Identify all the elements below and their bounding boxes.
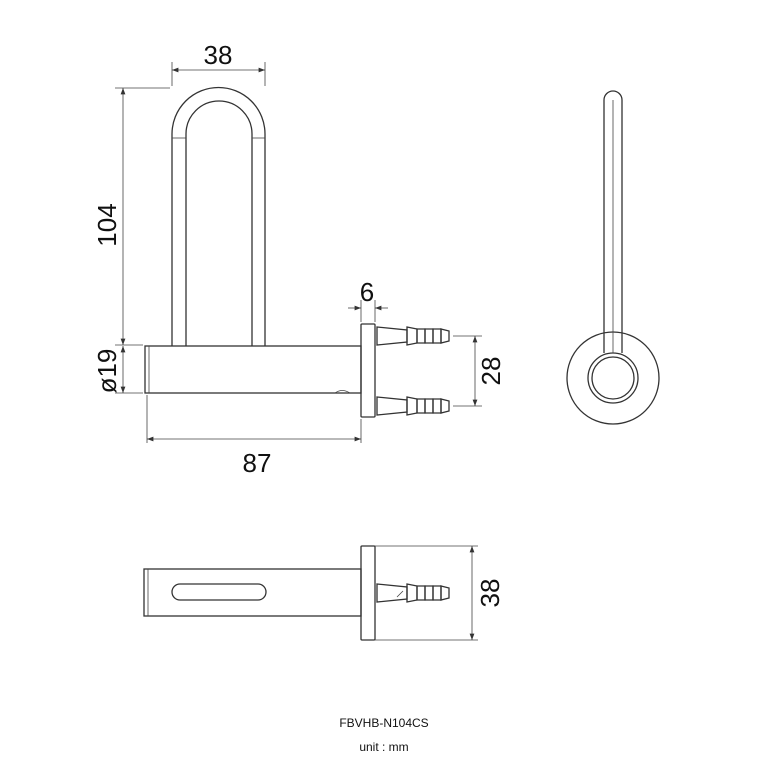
dim-flange-thickness: 6 xyxy=(360,277,374,307)
dimension-flange-thickness: 6 xyxy=(348,277,388,322)
dim-anchor-spacing: 28 xyxy=(476,357,506,386)
dimension-length: 87 xyxy=(146,395,362,478)
dim-length: 87 xyxy=(243,448,272,478)
side-view xyxy=(566,90,660,425)
anchor-mark xyxy=(396,590,404,598)
tube-detail xyxy=(334,390,351,394)
wall-anchor-top-view xyxy=(376,583,450,603)
unit-label: unit : mm xyxy=(359,740,408,754)
wall-anchor-bottom xyxy=(376,396,450,416)
flange xyxy=(360,323,376,418)
dim-tube-diameter: ø19 xyxy=(92,349,122,394)
model-number: FBVHB-N104CS xyxy=(339,716,428,730)
u-hook-inner xyxy=(185,100,253,346)
dimension-flange-diameter: 38 xyxy=(375,545,505,641)
flange-top xyxy=(360,545,376,641)
dim-hook-width: 38 xyxy=(204,40,233,70)
hook-side-profile xyxy=(603,90,623,353)
dimension-hook-width: 38 xyxy=(171,40,266,86)
tube-inner-circle xyxy=(591,356,635,400)
tube-outer-circle xyxy=(587,352,639,404)
tube xyxy=(144,345,362,394)
wall-anchor-top xyxy=(376,326,450,346)
dim-flange-diameter: 38 xyxy=(475,579,505,608)
dim-height: 104 xyxy=(92,203,122,246)
dimension-tube-diameter: ø19 xyxy=(92,346,143,393)
u-hook-outer xyxy=(171,86,266,346)
top-view: 38 xyxy=(143,545,505,641)
slot xyxy=(171,583,267,601)
front-view: 38 104 ø19 6 28 xyxy=(92,40,506,478)
dimension-height: 104 xyxy=(92,87,170,346)
dimension-anchor-spacing: 28 xyxy=(453,335,506,407)
tube-top xyxy=(143,568,362,617)
